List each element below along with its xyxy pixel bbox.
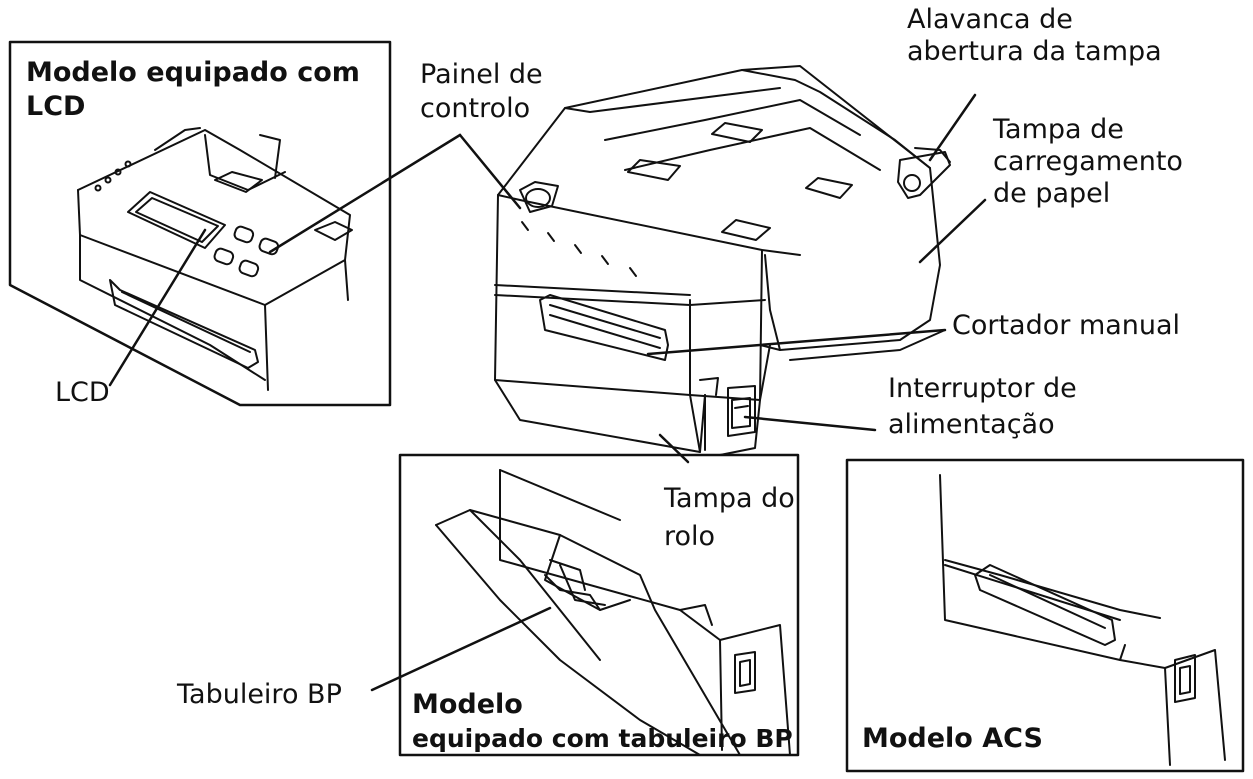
callout-cortador: Cortador manual — [952, 310, 1181, 341]
callout-tampa-carregamento-line1: Tampa de — [993, 114, 1124, 145]
callout-alavanca-line1: Alavanca de — [907, 4, 1073, 35]
callout-painel-line1: Painel de — [420, 59, 543, 90]
lcd-inset-printer — [77, 127, 353, 391]
leader-lines — [108, 93, 987, 692]
callout-painel-line2: controlo — [420, 93, 531, 124]
callout-tampa-rolo-line2: rolo — [664, 521, 716, 552]
bp-inset-printer — [435, 469, 791, 756]
acs-inset-frame — [845, 458, 1245, 773]
bp-inset-frame — [398, 453, 800, 757]
callout-interruptor-line2: alimentação — [888, 409, 1055, 440]
main-printer — [494, 65, 951, 456]
lcd-inset-title-line2: LCD — [26, 91, 86, 122]
callout-tampa-rolo-line1: Tampa do — [664, 483, 795, 514]
callout-tampa-carregamento-line3: de papel — [993, 178, 1111, 209]
lcd-inset-frame — [8, 40, 392, 407]
callout-tabuleiro-bp: Tabuleiro BP — [177, 679, 342, 710]
bp-inset-title-line1: Modelo — [412, 689, 523, 720]
acs-inset-title: Modelo ACS — [862, 723, 1043, 754]
acs-inset-printer — [939, 474, 1226, 766]
bp-inset-title-line2: equipado com tabuleiro BP — [412, 724, 793, 753]
callout-tampa-carregamento-line2: carregamento — [993, 146, 1183, 177]
callout-alavanca-line2: abertura da tampa — [907, 36, 1162, 67]
callout-interruptor-line1: Interruptor de — [888, 373, 1077, 404]
lcd-inset-title-line1: Modelo equipado com — [26, 57, 360, 88]
callout-lcd: LCD — [55, 377, 110, 408]
